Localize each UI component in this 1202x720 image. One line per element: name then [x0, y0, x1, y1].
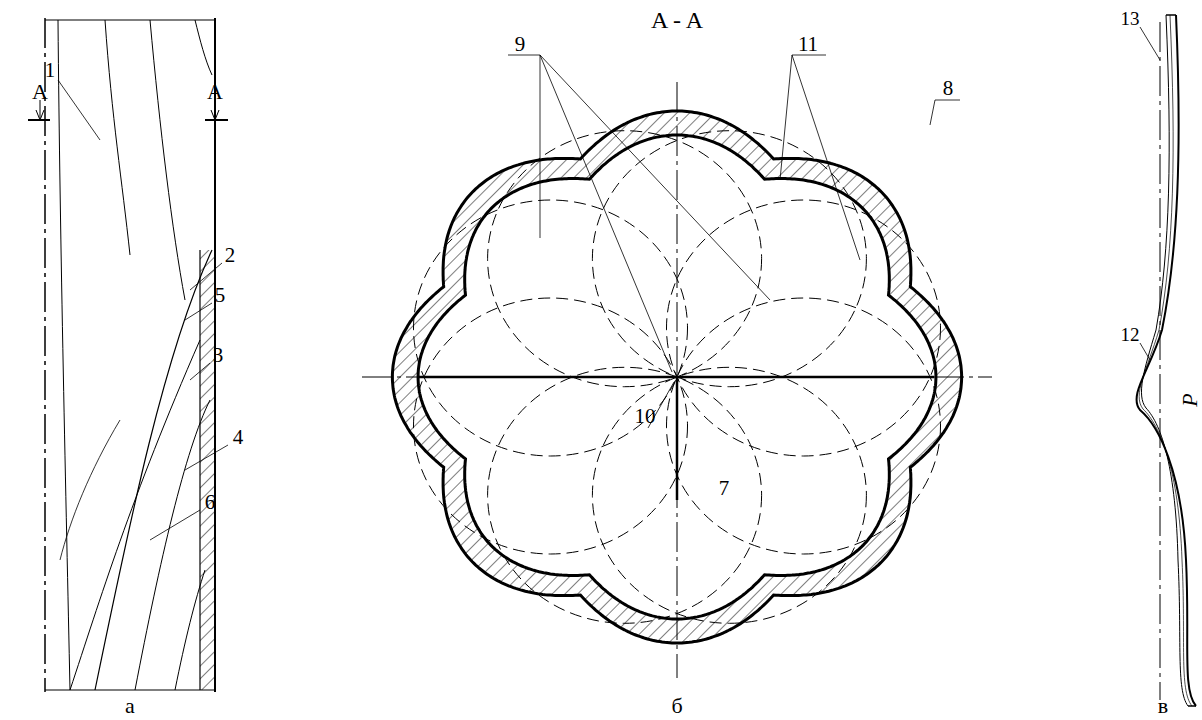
- cross-section: [362, 55, 992, 678]
- callout-number: 12: [1121, 325, 1140, 344]
- callout-number: 4: [233, 427, 244, 448]
- tube-view: [28, 18, 228, 692]
- callout-number: 5: [215, 285, 226, 306]
- callout-number: 10: [635, 406, 656, 427]
- callout-number: 11: [798, 34, 818, 55]
- construction-circle: [667, 298, 941, 554]
- section-title: A - A: [651, 8, 703, 32]
- construction-circle: [592, 367, 866, 623]
- callout-number: 7: [719, 478, 730, 499]
- callout-number: 2: [225, 245, 236, 266]
- callout-number: 13: [1121, 9, 1140, 28]
- callout-number: 6: [205, 492, 216, 513]
- construction-circle: [592, 131, 866, 387]
- callout-number: A: [32, 81, 48, 103]
- callout-number: 1: [45, 60, 56, 81]
- callout-number: 9: [515, 34, 526, 55]
- strip-view: [1137, 15, 1196, 706]
- callout-number: 3: [213, 345, 224, 366]
- construction-circle: [667, 200, 941, 456]
- view-letter: в: [1158, 695, 1168, 717]
- construction-circle: [414, 200, 688, 456]
- view-letter: б: [671, 695, 682, 717]
- view-letter: а: [125, 695, 135, 717]
- callout-number: 8: [943, 78, 954, 99]
- callout-number: A: [207, 81, 223, 103]
- construction-circle: [414, 298, 688, 554]
- callout-number: P: [1179, 393, 1201, 406]
- construction-circle: [488, 367, 762, 623]
